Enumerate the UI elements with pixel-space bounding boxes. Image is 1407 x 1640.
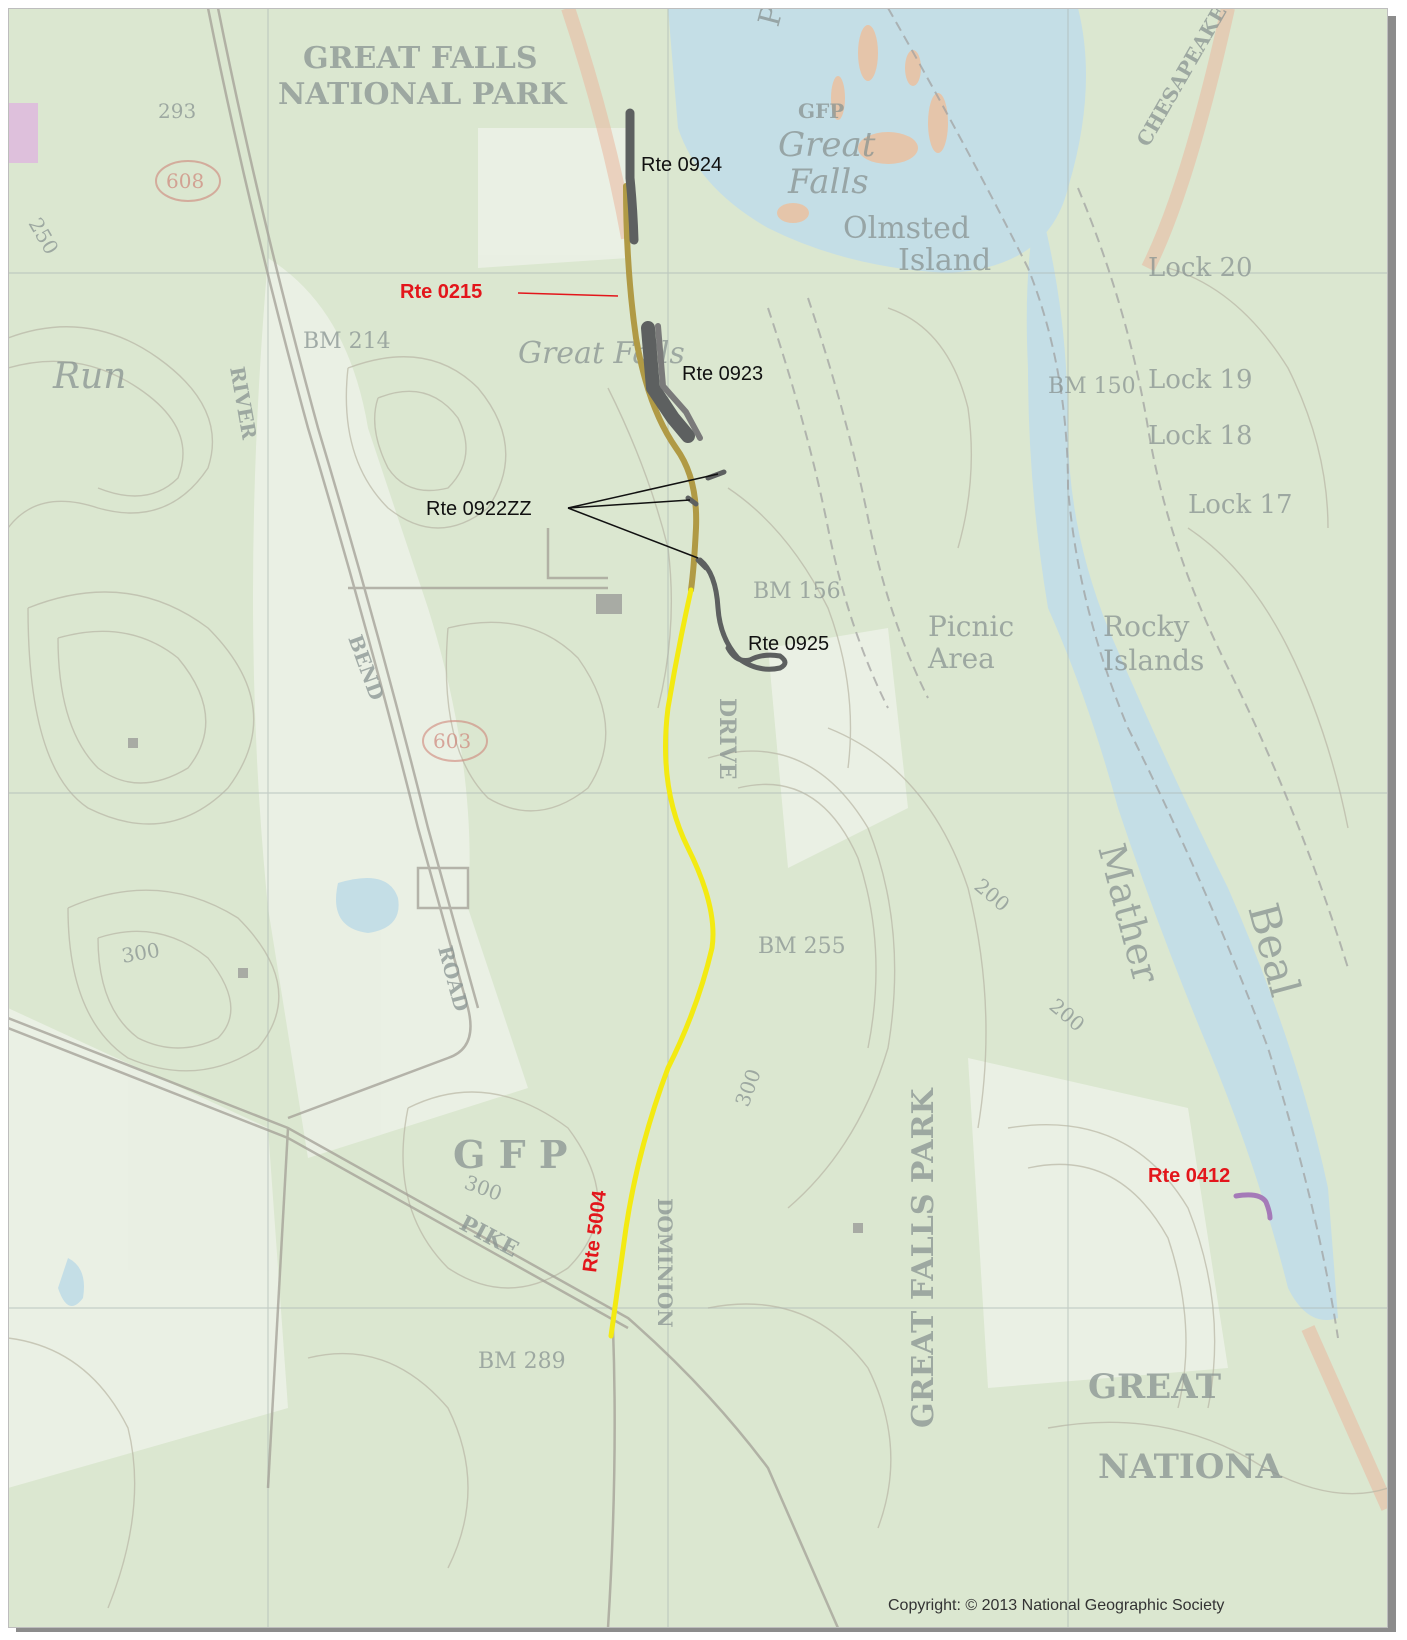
label-islands: Islands [1103, 644, 1204, 677]
label-national-park: NATIONAL PARK [278, 77, 567, 112]
grid-lines [8, 8, 1388, 1628]
label-rocky: Rocky [1103, 610, 1190, 643]
route-label-0923: Rte 0923 [682, 363, 763, 385]
label-lock-17: Lock 17 [1188, 490, 1293, 520]
label-great-bottom: GREAT [1088, 1367, 1221, 1407]
label-route-603: 603 [433, 729, 471, 753]
topographic-map[interactable]: GREAT FALLS NATIONAL PARK GFP Great Fall… [8, 8, 1388, 1628]
basemap-fade [8, 8, 1388, 1628]
label-contour-293: 293 [158, 99, 196, 123]
label-run: Run [52, 356, 126, 397]
canal-boundary [767, 8, 1349, 1339]
label-lock-20: Lock 20 [1148, 253, 1253, 283]
route-label-0215: Rte 0215 [400, 281, 482, 303]
roads [8, 8, 840, 1628]
label-drive: DRIVE [714, 698, 740, 780]
label-great-falls-park-vertical: GREAT FALLS PARK [906, 1087, 941, 1428]
route-0925-line[interactable] [697, 557, 788, 672]
label-lock-19: Lock 19 [1148, 365, 1253, 395]
label-area: Area [927, 642, 995, 675]
islands [777, 25, 948, 223]
label-route-608: 608 [166, 169, 204, 193]
route-label-0922zz: Rte 0922ZZ [426, 498, 532, 520]
contour-lines [8, 267, 1388, 1609]
label-bm-289: BM 289 [478, 1349, 566, 1374]
label-falls: Falls [787, 162, 869, 202]
label-island: Island [898, 243, 991, 278]
route-0215-line[interactable] [623, 183, 700, 593]
leader-lines [517, 292, 719, 559]
label-dominion: DOMINION [653, 1198, 677, 1328]
label-gfp-bottom: G F P [453, 1132, 567, 1177]
route-0922zz-stub-b[interactable] [685, 495, 699, 507]
label-bm-156: BM 156 [753, 579, 841, 604]
route-0924-line[interactable] [625, 108, 639, 245]
route-0412-line[interactable] [1233, 1192, 1273, 1221]
structures [128, 594, 863, 1233]
route-label-0925: Rte 0925 [748, 633, 829, 655]
label-great: Great [778, 125, 876, 165]
label-bm-150: BM 150 [1048, 374, 1136, 399]
label-gfp-top: GFP [798, 99, 844, 123]
shore-strips [561, 8, 1388, 1511]
label-lock-18: Lock 18 [1148, 421, 1253, 451]
label-great-falls: GREAT FALLS [303, 41, 538, 76]
route-label-0412: Rte 0412 [1148, 1165, 1230, 1187]
map-border [8, 8, 1388, 1628]
purple-parcel [8, 103, 38, 163]
label-bm-255: BM 255 [758, 934, 846, 959]
route-label-0924: Rte 0924 [641, 154, 722, 176]
route-0923-line[interactable] [641, 321, 695, 443]
label-nationa: NATIONA [1098, 1447, 1282, 1487]
route-lines [608, 108, 1273, 1339]
land-patches [8, 128, 1228, 1488]
copyright-notice: Copyright: © 2013 National Geographic So… [888, 1597, 1224, 1614]
route-5004-line[interactable] [608, 587, 716, 1339]
label-olmsted: Olmsted [843, 211, 970, 246]
map-frame[interactable]: GREAT FALLS NATIONAL PARK GFP Great Fall… [8, 8, 1388, 1628]
label-bm-214: BM 214 [303, 329, 391, 354]
label-picnic: Picnic [928, 610, 1014, 643]
